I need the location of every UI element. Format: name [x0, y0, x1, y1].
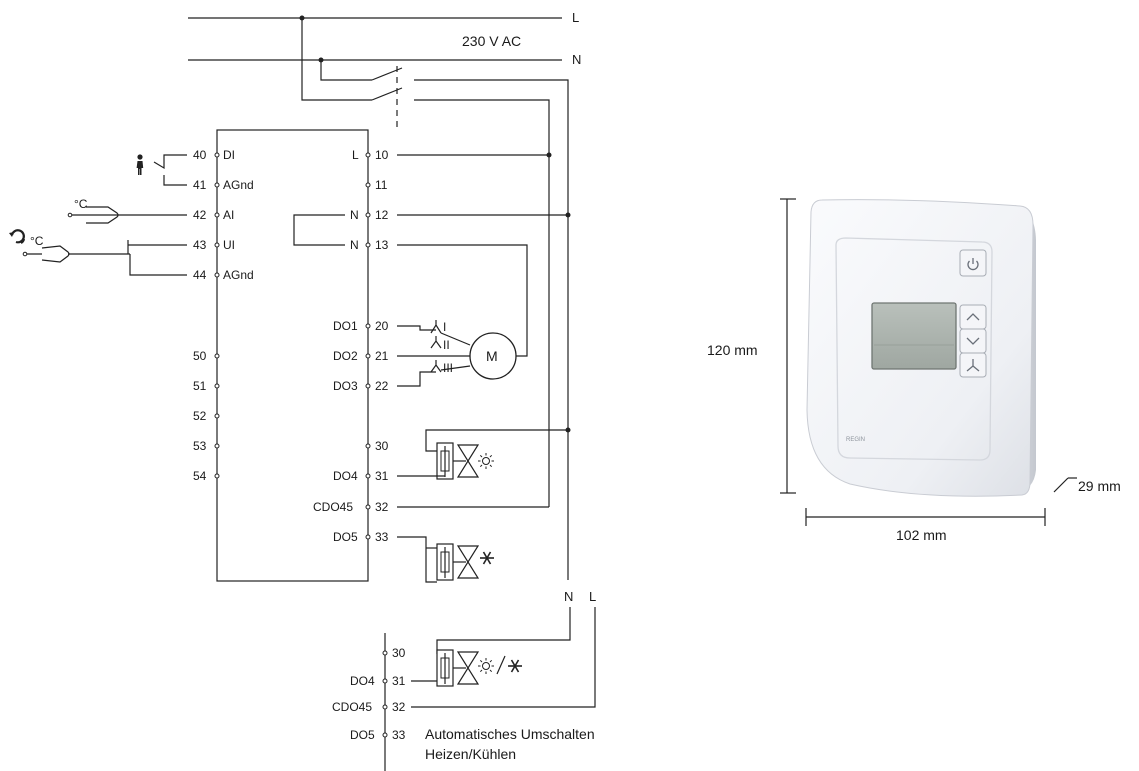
terminal-43-num: 43 — [193, 238, 207, 252]
terminal-20-label: DO1 — [333, 319, 358, 333]
power-icon — [967, 258, 979, 271]
terminal-32-num: 32 — [375, 500, 389, 514]
temperature-sensor-ui: °C — [9, 229, 187, 276]
dimension-depth: 29 mm — [1053, 477, 1121, 494]
terminal-12-num: 12 — [375, 208, 389, 222]
terminal-51-num: 51 — [193, 379, 207, 393]
fan-stage-1-label: I — [443, 320, 446, 334]
line-l-label: L — [572, 10, 579, 25]
alt-terminal-32-label: CDO45 — [332, 700, 372, 714]
dimension-height: 120 mm — [707, 198, 796, 494]
double-pole-switch — [301, 18, 569, 580]
right-terminal-block: L 10 11 N 12 N 13 DO1 20 DO2 21 DO3 22 3… — [313, 148, 389, 544]
brand-logo: REGIN — [846, 437, 865, 443]
alt-terminal-33-num: 33 — [392, 728, 406, 742]
terminal-40-label: DI — [223, 148, 235, 162]
terminal-44-num: 44 — [193, 268, 207, 282]
terminal-40-num: 40 — [193, 148, 207, 162]
terminal-33-label: DO5 — [333, 530, 358, 544]
alt-terminal-32-num: 32 — [392, 700, 406, 714]
voltage-label: 230 V AC — [462, 33, 521, 49]
height-dimension-label: 120 mm — [707, 342, 758, 358]
fan-stage-3-label: III — [443, 361, 453, 375]
snowflake-icon — [480, 551, 494, 565]
terminal-42-label: AI — [223, 208, 234, 222]
alt-l-label: L — [589, 589, 596, 604]
alt-n-label: N — [564, 589, 573, 604]
width-dimension-label: 102 mm — [896, 527, 947, 543]
terminal-13-num: 13 — [375, 238, 389, 252]
terminal-30-num: 30 — [375, 439, 389, 453]
temp-sensor-1-label: °C — [74, 197, 88, 211]
power-wiring — [293, 152, 571, 246]
terminal-13-label: N — [350, 238, 359, 252]
changeover-caption-1: Automatisches Umschalten — [425, 726, 595, 742]
terminal-52-num: 52 — [193, 409, 207, 423]
terminal-54-num: 54 — [193, 469, 207, 483]
terminal-22-num: 22 — [375, 379, 389, 393]
rotary-setpoint-icon — [9, 229, 26, 244]
presence-detector — [136, 154, 187, 186]
terminal-21-label: DO2 — [333, 349, 358, 363]
fan-icon — [966, 359, 980, 372]
dimension-width: 102 mm — [805, 508, 1046, 543]
fan-stage-2-label: II — [443, 338, 450, 352]
terminal-10-num: 10 — [375, 148, 389, 162]
down-button[interactable] — [959, 328, 987, 354]
changeover-caption-2: Heizen/Kühlen — [425, 746, 516, 762]
terminal-21-num: 21 — [375, 349, 389, 363]
terminal-41-label: AGnd — [223, 178, 254, 192]
terminal-42-num: 42 — [193, 208, 207, 222]
terminal-31-label: DO4 — [333, 469, 358, 483]
chevron-up-icon — [966, 313, 980, 321]
changeover-wiring: N L 30 DO4 31 CDO45 32 DO5 33 — [332, 589, 596, 771]
fan-motor: I II III M — [397, 244, 528, 387]
terminal-50-num: 50 — [193, 349, 207, 363]
room-controller-device: REGIN — [806, 199, 1036, 497]
lcd-display — [871, 302, 957, 370]
temperature-sensor-ai: °C — [67, 197, 187, 224]
alt-terminal-33-label: DO5 — [350, 728, 375, 742]
depth-dimension-label: 29 mm — [1078, 478, 1121, 494]
temp-sensor-2-label: °C — [30, 234, 44, 248]
up-button[interactable] — [959, 304, 987, 330]
terminal-32-label: CDO45 — [313, 500, 353, 514]
cooling-valve — [397, 536, 494, 583]
line-n-label: N — [572, 52, 581, 67]
terminal-33-num: 33 — [375, 530, 389, 544]
terminal-41-num: 41 — [193, 178, 207, 192]
terminal-10-label: L — [352, 148, 359, 162]
alt-terminal-30-num: 30 — [392, 646, 406, 660]
heating-valve — [397, 427, 571, 480]
sun-icon — [478, 453, 494, 469]
terminal-20-num: 20 — [375, 319, 389, 333]
snowflake-icon — [508, 659, 522, 673]
terminal-53-num: 53 — [193, 439, 207, 453]
terminal-44-label: AGnd — [223, 268, 254, 282]
alt-terminal-31-num: 31 — [392, 674, 406, 688]
terminal-31-num: 31 — [375, 469, 389, 483]
sun-icon — [478, 658, 494, 674]
terminal-11-num: 11 — [375, 178, 388, 192]
motor-label: M — [486, 348, 498, 364]
terminal-43-label: UI — [223, 238, 235, 252]
left-terminal-block: 40 DI 41 AGnd 42 AI 43 UI 44 AGnd 50 51 … — [193, 148, 254, 483]
terminal-22-label: DO3 — [333, 379, 358, 393]
terminal-12-label: N — [350, 208, 359, 222]
chevron-down-icon — [966, 337, 980, 345]
person-icon — [136, 154, 144, 175]
supply-lines: L N 230 V AC — [188, 10, 581, 67]
alt-terminal-31-label: DO4 — [350, 674, 375, 688]
